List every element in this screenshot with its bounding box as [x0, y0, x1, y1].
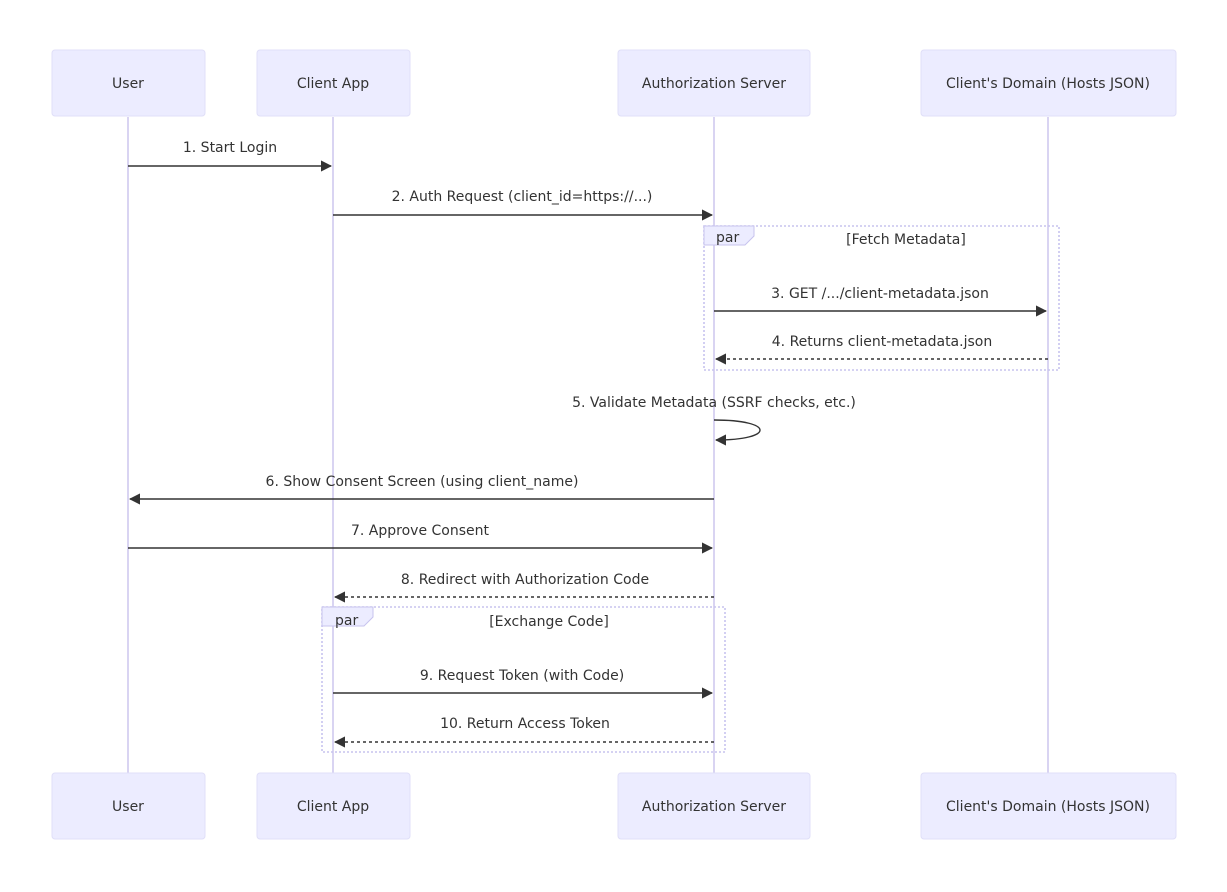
message-6: 6. Show Consent Screen (using client_nam…	[128, 474, 714, 505]
message-label: 1. Start Login	[183, 140, 277, 156]
message-label: 4. Returns client-metadata.json	[772, 334, 992, 350]
message-label: 5. Validate Metadata (SSRF checks, etc.)	[572, 395, 856, 411]
message-label: 8. Redirect with Authorization Code	[401, 572, 649, 588]
message-9: 9. Request Token (with Code)	[333, 668, 714, 699]
message-label: 10. Return Access Token	[440, 716, 610, 732]
actor-client-app-top: Client App	[256, 49, 411, 117]
actor-clients-domain-bottom: Client's Domain (Hosts JSON)	[920, 772, 1177, 840]
message-3: 3. GET /.../client-metadata.json	[714, 286, 1048, 317]
par-fragment-fetch-metadata: par [Fetch Metadata]	[703, 225, 1060, 371]
actor-clients-domain-top: Client's Domain (Hosts JSON)	[920, 49, 1177, 117]
actor-user-top: User	[51, 49, 206, 117]
par-title: [Exchange Code]	[489, 614, 609, 630]
par-keyword: par	[335, 613, 358, 629]
actor-authorization-server-bottom: Authorization Server	[617, 772, 811, 840]
par-label-tab	[321, 606, 374, 627]
message-4: 4. Returns client-metadata.json	[714, 334, 1048, 365]
message-label: 6. Show Consent Screen (using client_nam…	[266, 474, 579, 490]
par-label-tab	[703, 225, 755, 246]
actor-label: Client's Domain (Hosts JSON)	[946, 799, 1150, 815]
message-7: 7. Approve Consent	[128, 523, 714, 554]
message-arrow	[713, 419, 761, 446]
message-label: 2. Auth Request (client_id=https://...)	[392, 189, 653, 205]
par-fragment-exchange-code: par [Exchange Code]	[321, 606, 726, 753]
actor-user-bottom: User	[51, 772, 206, 840]
message-1: 1. Start Login	[128, 140, 333, 172]
message-label: 9. Request Token (with Code)	[420, 668, 624, 684]
actor-label: Authorization Server	[642, 76, 786, 92]
actor-label: Client App	[297, 799, 369, 815]
actor-label: User	[112, 76, 144, 92]
actor-label: Client's Domain (Hosts JSON)	[946, 76, 1150, 92]
message-5-self: 5. Validate Metadata (SSRF checks, etc.)	[572, 395, 856, 446]
message-label: 3. GET /.../client-metadata.json	[771, 286, 989, 302]
actor-authorization-server-top: Authorization Server	[617, 49, 811, 117]
message-label: 7. Approve Consent	[351, 523, 490, 539]
actor-label: User	[112, 799, 144, 815]
actor-label: Client App	[297, 76, 369, 92]
message-8: 8. Redirect with Authorization Code	[333, 572, 714, 603]
actor-client-app-bottom: Client App	[256, 772, 411, 840]
par-title: [Fetch Metadata]	[846, 232, 966, 248]
message-2: 2. Auth Request (client_id=https://...)	[333, 189, 714, 221]
message-10: 10. Return Access Token	[333, 716, 714, 748]
par-keyword: par	[716, 230, 739, 246]
actor-label: Authorization Server	[642, 799, 786, 815]
